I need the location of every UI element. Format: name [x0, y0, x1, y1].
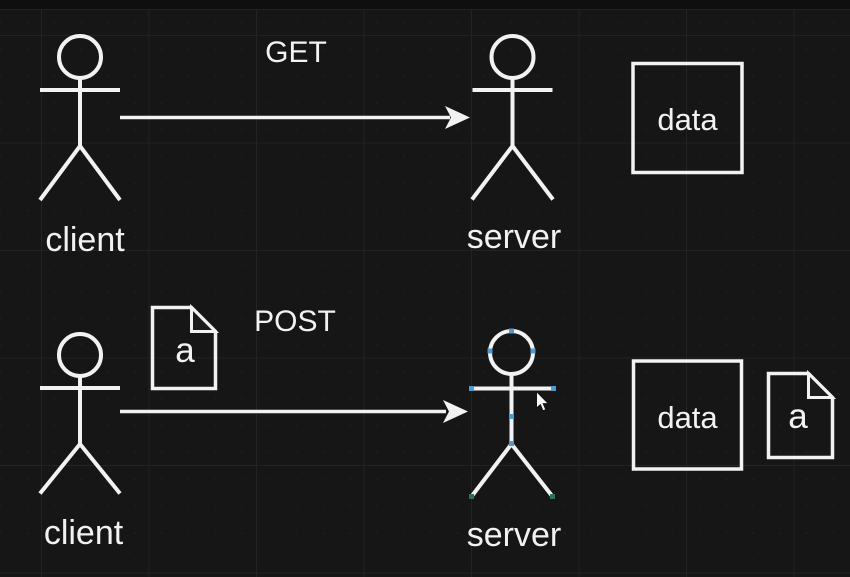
svg-text:GET: GET [265, 36, 327, 69]
document-fold-icon [807, 369, 837, 399]
mouse-cursor-icon [536, 390, 550, 412]
selection-handle-foot-right[interactable] [550, 494, 555, 499]
post-client-figure[interactable]: client [38, 332, 124, 552]
selection-handle-crotch[interactable] [509, 441, 514, 446]
get-request-arrow[interactable] [120, 106, 470, 129]
canvas-top-edge [0, 0, 850, 10]
get-data-box[interactable]: data [631, 61, 744, 175]
selection-handle-arm-left[interactable] [469, 386, 474, 391]
client-label: client [45, 221, 125, 259]
svg-text:a: a [175, 331, 195, 370]
post-data-box[interactable]: data [631, 359, 744, 471]
document-fold-icon [190, 303, 220, 333]
selection-handle-body-mid[interactable] [509, 414, 514, 419]
client-label: client [44, 514, 124, 552]
selection-handle-head-top[interactable] [509, 328, 514, 334]
selection-handles [469, 328, 556, 499]
data-box-outline [631, 359, 744, 471]
selection-handle-head-left[interactable] [487, 348, 493, 354]
arrow-head-icon [445, 106, 470, 129]
svg-text:data: data [657, 102, 718, 137]
get-method-label[interactable]: GET [265, 36, 327, 69]
get-server-figure[interactable]: server [467, 34, 561, 256]
svg-text:POST: POST [254, 305, 336, 338]
post-payload-document[interactable]: a [150, 303, 220, 391]
stick-figure-head [489, 34, 536, 80]
post-method-label[interactable]: POST [254, 305, 336, 338]
selection-handle-arm-right[interactable] [551, 386, 556, 391]
stick-figure-legs [38, 440, 122, 495]
svg-text:data: data [657, 400, 718, 435]
document-outline [766, 371, 835, 460]
server-label: server [467, 516, 561, 554]
selection-handle-foot-left[interactable] [469, 494, 474, 499]
stick-figure-head [57, 332, 103, 378]
arrow-head-icon [443, 400, 468, 423]
server-label: server [467, 218, 561, 256]
stick-figure-legs [470, 142, 555, 201]
stick-figure-legs [38, 142, 122, 202]
post-stored-document[interactable]: a [766, 369, 837, 460]
document-outline [150, 305, 218, 391]
svg-text:a: a [788, 397, 808, 436]
stick-figure-head [488, 329, 535, 376]
data-box-outline [631, 61, 744, 175]
selection-handle-head-right[interactable] [530, 348, 536, 354]
get-client-figure[interactable]: client [38, 34, 125, 259]
post-request-arrow[interactable] [120, 400, 468, 423]
stick-figure-legs [469, 440, 555, 498]
stick-figure-head [57, 34, 103, 80]
